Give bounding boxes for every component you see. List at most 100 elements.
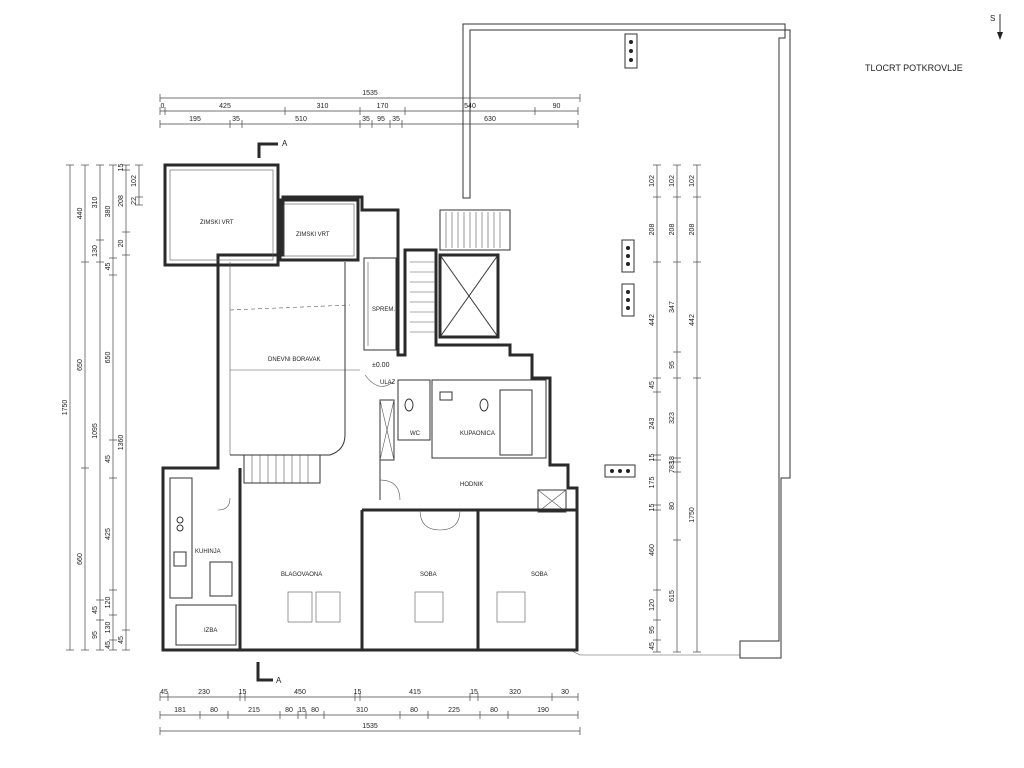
bathroom-toilet-icon: [479, 398, 489, 412]
staircase: [410, 209, 511, 339]
dim-left-c4-2: 650: [105, 352, 112, 364]
dim-top-r2-3: 35: [362, 116, 370, 123]
dim-bot-r2-0: 181: [174, 707, 186, 714]
level-label: ±0.00: [372, 362, 390, 369]
dining-window-1: [287, 591, 313, 623]
dim-right-c1-2: 442: [649, 314, 656, 326]
dim-left-c6-1: 22: [131, 197, 138, 205]
room-label-soba-2: SOBA: [531, 572, 548, 578]
dim-right-c2-5: 18: [669, 456, 676, 464]
dim-bot-total: 1535: [362, 723, 378, 730]
living-room-outline: [230, 262, 346, 456]
dim-right-c2-6: 783: [669, 461, 676, 473]
dim-left-c5-2: 20: [118, 240, 125, 248]
dim-right-c1-5: 15: [649, 454, 656, 462]
section-marker-top: A: [257, 139, 288, 158]
dim-left-c2-2: 660: [77, 553, 84, 565]
dim-right-c1-1: 208: [649, 224, 656, 236]
dim-top-total: 1535: [362, 90, 378, 97]
room-label-kupaonica: KUPAONICA: [460, 431, 495, 437]
room-label-zimski-vrt-1: ZIMSKI VRT: [200, 220, 234, 226]
dim-right-c2-2: 347: [669, 301, 676, 313]
kitchen-sink-icon: [173, 551, 187, 567]
kitchen-table-icon: [209, 561, 233, 597]
dim-bot-r2-9: 80: [490, 707, 498, 714]
dining-stairs: [243, 454, 321, 484]
dim-right-c3-0: 102: [689, 175, 696, 187]
svg-text:A: A: [276, 676, 282, 685]
dim-bot-r2-1: 80: [210, 707, 218, 714]
entrance-door-swing: [364, 374, 396, 387]
dim-left-c3-1: 130: [92, 245, 99, 257]
dim-left-c5-3: 1360: [118, 435, 125, 451]
dim-right-c1-4: 243: [649, 418, 656, 430]
hall-shaft: [537, 489, 567, 513]
terrace-marker-mid-2: [621, 283, 635, 317]
dim-bot-r1-2: 15: [239, 689, 247, 696]
dim-top-r2-4: 95: [377, 116, 385, 123]
dim-right-c1-10: 95: [649, 626, 656, 634]
dim-left-c5-4: 45: [118, 636, 125, 644]
dim-left-c4-6: 130: [105, 622, 112, 634]
dim-left-c4-3: 45: [105, 455, 112, 463]
storage-room: [363, 257, 397, 351]
kitchen-door-swing: [217, 497, 231, 511]
dim-right-c1-6: 175: [649, 477, 656, 489]
dining-window-2: [315, 591, 341, 623]
room-label-soba-1: SOBA: [420, 572, 437, 578]
dim-right-c1-11: 45: [649, 642, 656, 650]
dim-right-c2-7: 80: [669, 502, 676, 510]
dim-left-c3-0: 310: [92, 197, 99, 209]
dim-left-c4-1: 45: [105, 263, 112, 271]
dim-bot-r1-1: 230: [198, 689, 210, 696]
terrace-boundary: [462, 23, 791, 659]
soba-2-window: [496, 591, 526, 623]
dim-right-c2-0: 102: [669, 175, 676, 187]
winter-garden-2: [278, 198, 360, 262]
dim-left-c3-2: 1095: [92, 423, 99, 439]
dim-top-r1-1: 425: [219, 103, 231, 110]
dim-bot-r1-4: 15: [354, 689, 362, 696]
dim-right-c1-7: 15: [649, 504, 656, 512]
dim-right-c3-1: 208: [689, 224, 696, 236]
dim-top-r1-2: 310: [317, 103, 329, 110]
hall-shaft-2: [379, 399, 395, 461]
dim-left-c6-0: 102: [131, 175, 138, 187]
dim-bot-r1-6: 15: [470, 689, 478, 696]
dim-bot-r2-7: 80: [410, 707, 418, 714]
north-arrow-icon: [997, 14, 1003, 40]
dim-top-r2-2: 510: [295, 116, 307, 123]
dim-left-c4-4: 425: [105, 528, 112, 540]
dim-right-c1-8: 460: [649, 544, 656, 556]
dim-left-c4-5: 120: [105, 597, 112, 609]
room-label-zimski-vrt-2: ZIMSKI VRT: [296, 232, 330, 238]
dim-bot-r2-8: 225: [448, 707, 460, 714]
dim-left-c3-4: 95: [92, 631, 99, 639]
dim-top-r1-5: 90: [553, 103, 561, 110]
bathtub-icon: [499, 389, 533, 456]
soba-1-door-swing: [419, 509, 441, 531]
dim-right-c1-0: 102: [649, 175, 656, 187]
soba-1-window: [414, 591, 444, 623]
bathroom-room: [431, 379, 547, 459]
winter-garden-1: [163, 163, 280, 267]
dim-bot-r2-4: 15: [298, 707, 306, 714]
dim-bot-r2-6: 310: [356, 707, 368, 714]
room-label-ulaz: ULAZ: [380, 380, 396, 386]
dim-left-c3-3: 45: [92, 606, 99, 614]
wc-toilet-icon: [404, 398, 414, 412]
dim-left-c2-0: 440: [77, 208, 84, 220]
dim-right-c2-4: 323: [669, 412, 676, 424]
room-label-dnevni-boravak: DNEVNI BORAVAK: [268, 357, 320, 363]
soba-2-door-swing: [439, 509, 461, 531]
kitchen-counter: [169, 477, 193, 599]
dim-top-r1-4: 540: [464, 103, 476, 110]
dim-bot-r2-3: 80: [285, 707, 293, 714]
dim-bot-r1-3: 450: [294, 689, 306, 696]
room-label-wc: WC: [410, 431, 421, 437]
dim-bot-r1-5: 415: [409, 689, 421, 696]
dim-bot-r1-8: 30: [561, 689, 569, 696]
